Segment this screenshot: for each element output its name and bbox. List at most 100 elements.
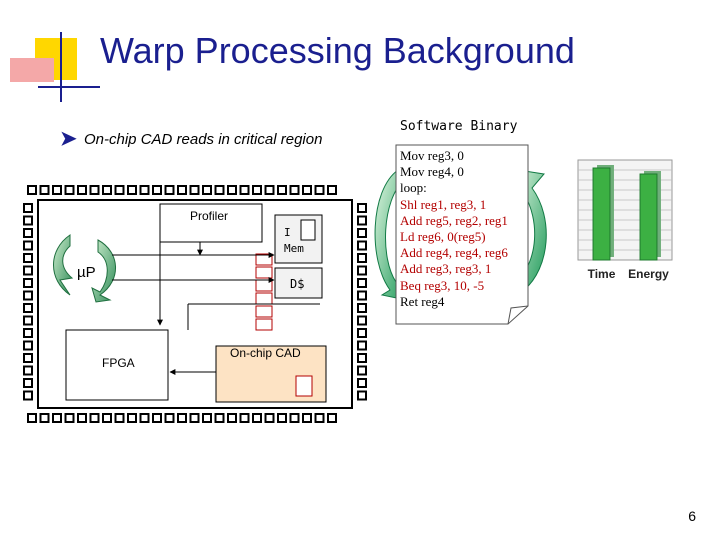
chip-pin [23,315,33,326]
chip-pin [357,378,367,388]
chip-pin [164,185,175,195]
code-line: Add reg4, reg4, reg6 [400,245,508,261]
chip-pin [23,203,33,213]
code-line: Ret reg4 [400,293,445,309]
chip-pin [357,303,367,313]
chip-pin [64,413,75,423]
chip-pin [127,185,137,195]
code-line: Add reg3, reg3, 1 [400,261,492,277]
fpga-box [65,329,169,401]
chip-pin [264,185,275,195]
chip-pin [23,340,33,351]
imem-label-line1: I [284,226,291,239]
chip-diagram [23,185,367,423]
chip-pin [52,413,62,423]
chip-pin [252,185,262,195]
code-line: Mov reg4, 0 [400,164,464,180]
chip-pin [357,353,367,363]
decor-line-vertical [60,32,62,102]
chip-pin [314,413,325,423]
chip-pin [64,185,75,195]
code-line: Shl reg1, reg3, 1 [400,196,487,212]
chip-pin [23,328,33,338]
chip-pins-right [357,203,367,401]
time-energy-chart: Time Energy [577,159,673,281]
chip-pin [214,185,225,195]
software-binary-title: Software Binary [400,119,518,134]
chip-pin [52,185,62,195]
chip-pin [177,185,187,195]
chip-pin [102,413,112,423]
chip-pin [27,413,37,423]
slide-title: Warp Processing Background [100,30,575,71]
chip-pins-bottom [27,413,337,423]
memory-stack [255,253,273,331]
imem-label-line2: Mem [284,242,304,255]
chip-pin [23,378,33,388]
bullet-text: On-chip CAD reads in critical region [84,131,323,148]
chip-pin [23,265,33,276]
memory-stack-tile [255,253,273,266]
chip-pin [357,278,367,288]
chip-pin [27,185,37,195]
chip-pin [164,413,175,423]
chip-pin [127,413,137,423]
chip-pin [227,185,237,195]
imem-slot [300,219,316,241]
up-cycle-arrow-right [91,239,116,303]
decor-square-pink [10,58,54,82]
chip-pin [139,413,150,423]
chip-pin [23,253,33,263]
chip-pin [23,240,33,251]
memory-stack-tile [255,305,273,318]
chip-pin [202,413,212,423]
decor-line-horizontal [38,86,100,88]
cad-slot [295,375,313,397]
chip-pin [23,365,33,376]
memory-stack-tile [255,318,273,331]
chart-tick-label: Time [588,267,616,281]
chip-pin [189,413,200,423]
chip-pin [264,413,275,423]
up-cycle-arrow-left [53,234,74,296]
chip-pin [23,353,33,363]
chip-pin [102,185,112,195]
code-line: Add reg5, reg2, reg1 [400,212,508,228]
memory-stack-tile [255,266,273,279]
chip-pin [39,185,50,195]
memory-stack-tile [255,292,273,305]
chip-pin [39,413,50,423]
chip-pin [357,340,367,351]
chip-pin [357,240,367,251]
chip-pin [177,413,187,423]
chip-pin [152,413,162,423]
chip-pin [214,413,225,423]
chart-bar-energy [639,173,658,261]
code-line: Beq reg3, 10, -5 [400,277,485,293]
chart-tick-label: Energy [628,267,669,281]
chip-pin [239,413,250,423]
chip-pin [23,303,33,313]
chip-pins-top [27,185,337,195]
chip-pin [114,185,125,195]
chip-pin [139,185,150,195]
memory-stack-tile [255,279,273,292]
chip-pin [357,203,367,213]
chip-pins-left [23,203,33,401]
code-line: loop: [400,180,427,196]
chip-pin [89,413,100,423]
chart-bar-time [592,167,611,261]
dcache-box [274,267,323,299]
chip-pin [314,185,325,195]
chip-pin [202,185,212,195]
chip-pin [277,185,287,195]
corner-decoration [0,0,110,110]
chip-pin [277,413,287,423]
chip-pin [357,253,367,263]
chip-pin [327,413,337,423]
chip-pin [302,413,312,423]
chip-pin [289,413,300,423]
chip-pin [357,265,367,276]
chip-pin [357,390,367,401]
profiler-label: Profiler [190,209,229,223]
